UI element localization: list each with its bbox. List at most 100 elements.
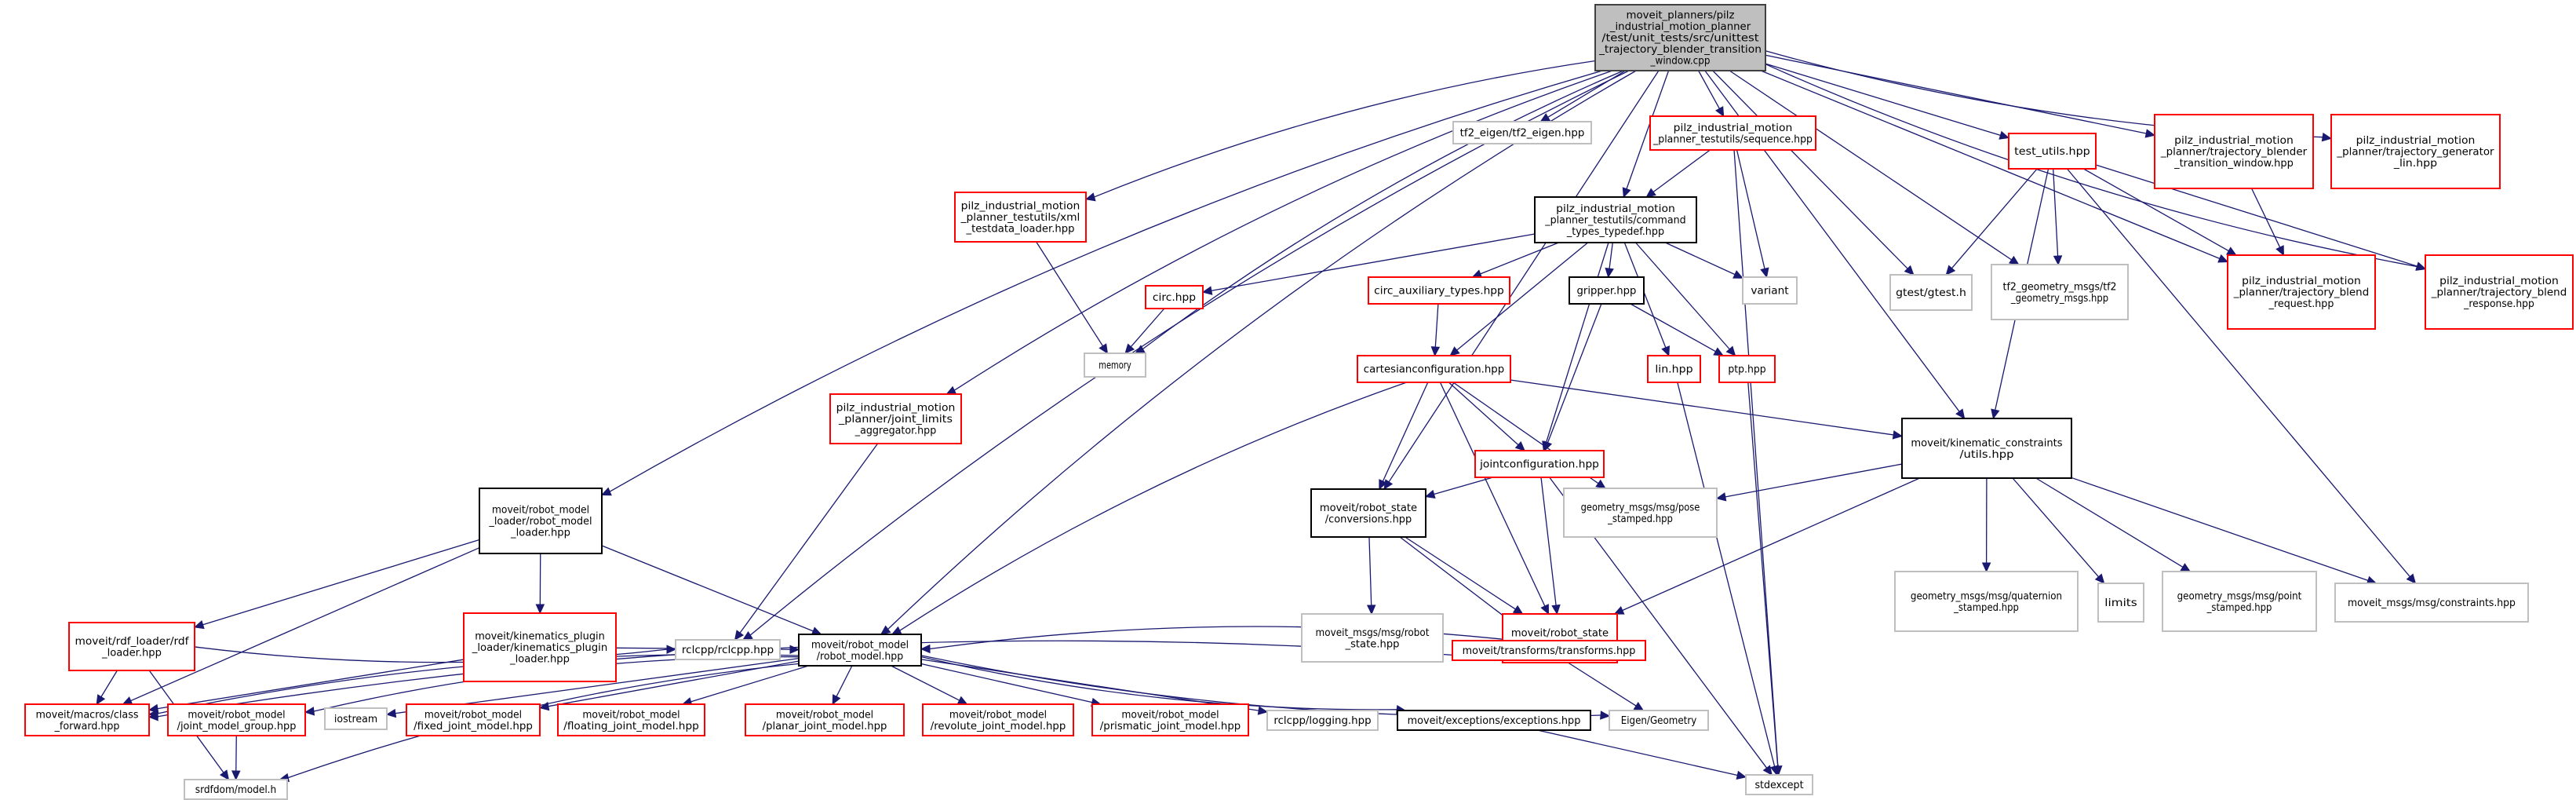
node-label-line: /planar_joint_model.hpp [763, 721, 887, 732]
node-label-line: _types_typedef.hpp [1566, 226, 1664, 238]
node-label-line: /floating_joint_model.hpp [563, 721, 699, 732]
node-jl-aggr[interactable]: pilz_industrial_motion_planner/joint_lim… [829, 393, 962, 444]
arrowhead-xml_loader-to-memory [1099, 343, 1109, 355]
node-label-line: /test/unit_tests/src/unittest [1601, 33, 1758, 45]
arrowhead-test_utils-to-blend_resp [2415, 261, 2427, 271]
node-layer: moveit_planners/pilz_industrial_motion_p… [24, 4, 2574, 800]
node-blend-resp[interactable]: pilz_industrial_motion_planner/trajector… [2425, 254, 2574, 330]
node-gen-lin[interactable]: pilz_industrial_motion_planner/trajector… [2330, 114, 2501, 189]
node-box [2330, 114, 2501, 189]
node-label-line: rclcpp/rclcpp.hpp [682, 645, 774, 656]
edge-cmd_types-to-variant [1665, 242, 1736, 276]
node-tf2-geom: tf2_geometry_msgs/tf2_geometry_msgs.hpp [1991, 264, 2129, 320]
edge-robot_model-to-revolute_jm [891, 665, 960, 701]
node-class-fwd[interactable]: moveit/macros/class_forward.hpp [24, 703, 150, 736]
edge-lin-to-stdexcept [1677, 382, 1776, 767]
node-label-line: iostream [334, 714, 377, 725]
node-cmd-types[interactable]: pilz_industrial_motion_planner_testutils… [1534, 196, 1697, 243]
node-revolute-jm[interactable]: moveit/robot_model/revolute_joint_model.… [922, 703, 1074, 736]
arrowhead-cmd_types-to-circ [1201, 286, 1213, 295]
node-label-line: test_utils.hpp [2014, 146, 2090, 158]
node-label-line: _transition_window.hpp [2173, 158, 2294, 170]
edge-cartesian-to-robot_model [899, 382, 1407, 631]
node-box [1452, 121, 1592, 144]
node-label-line: moveit/robot_model [811, 639, 909, 651]
node-lin[interactable]: lin.hpp [1647, 355, 1701, 383]
node-cartesian[interactable]: cartesianconfiguration.hpp [1357, 355, 1511, 383]
edge-gripper-to-ptp [1630, 303, 1716, 353]
node-prismatic-jm[interactable]: moveit/robot_model/prismatic_joint_model… [1091, 703, 1249, 736]
node-planar-jm[interactable]: moveit/robot_model/planar_joint_model.hp… [745, 703, 905, 736]
arrowhead-rml_loader-to-class_fwd [122, 696, 133, 705]
node-box [1718, 355, 1776, 383]
node-box [1894, 571, 2079, 632]
node-box [2227, 254, 2376, 330]
arrowhead-root-to-rclcpp [741, 630, 753, 641]
node-circ-aux[interactable]: circ_auxiliary_types.hpp [1368, 276, 1510, 305]
node-robot-model[interactable]: moveit/robot_model/robot_model.hpp [798, 634, 922, 667]
arrowhead-root-to-kin_utils [1955, 408, 1966, 419]
node-jointconf[interactable]: jointconfiguration.hpp [1474, 450, 1605, 478]
arrowhead-root-to-gen_lin [2321, 132, 2333, 142]
node-label-line: _stamped.hpp [2206, 602, 2272, 614]
edge-robot_model-to-floating_jm [690, 665, 809, 703]
node-circ[interactable]: circ.hpp [1145, 285, 1204, 309]
node-jmg[interactable]: moveit/robot_model/joint_model_group.hpp [167, 703, 306, 736]
arrowhead-cmd_types-to-gripper [1605, 267, 1614, 279]
node-label-line: _forward.hpp [54, 721, 120, 732]
node-transforms[interactable]: moveit/transforms/transforms.hpp [1452, 640, 1646, 661]
edge-rml_loader-to-robot_model [601, 545, 814, 632]
edge-cmd_types-to-lin [1623, 242, 1667, 348]
node-rdf-loader[interactable]: moveit/rdf_loader/rdf_loader.hpp [68, 622, 195, 671]
edge-exceptions-to-stdexcept [1537, 729, 1738, 776]
node-blender-tw[interactable]: pilz_industrial_motion_planner/trajector… [2154, 114, 2314, 189]
node-label-line: moveit/robot_state [1511, 627, 1609, 639]
node-test-utils[interactable]: test_utils.hpp [2008, 133, 2097, 170]
arrowhead-root-to-tf2_eigen [1539, 113, 1551, 122]
arrowhead-jl_aggr-to-rclcpp [734, 630, 745, 641]
node-fixed-jm[interactable]: moveit/robot_model/fixed_joint_model.hpp [406, 703, 541, 736]
node-box [1609, 710, 1709, 731]
edge-jointconf-to-conversions [1434, 477, 1493, 495]
arrowhead-robot_state-to-robot_model [920, 644, 931, 654]
arrowhead-blender_tw-to-blend_req [2275, 245, 2284, 257]
node-box [675, 639, 781, 660]
node-label-line: /joint_model_group.hpp [177, 721, 297, 732]
edge-root-to-xml_loader [1094, 60, 1596, 198]
node-box [2334, 583, 2529, 623]
arrowhead-robot_model-to-class_fwd [148, 709, 158, 718]
node-root[interactable]: moveit_planners/pilz_industrial_motion_p… [1594, 4, 1766, 71]
node-box [1534, 196, 1697, 243]
node-label-line: moveit/robot_model [582, 709, 680, 721]
node-box [479, 488, 603, 554]
node-kin-utils[interactable]: moveit/kinematic_constraints/utils.hpp [1901, 418, 2072, 479]
node-label-line: geometry_msgs/msg/point [2177, 590, 2302, 602]
node-label-line: moveit/robot_model [776, 709, 873, 721]
node-point-stamped: geometry_msgs/msg/point_stamped.hpp [2162, 571, 2317, 632]
edge-test_utils-to-constraints [2066, 168, 2410, 577]
arrowhead-cmd_types-to-variant [1733, 270, 1744, 279]
node-ptp[interactable]: ptp.hpp [1718, 355, 1776, 383]
node-label-line: moveit/rdf_loader/rdf [75, 636, 189, 648]
arrowhead-circ_aux-to-cartesian [1430, 346, 1441, 357]
arrowhead-root-to-cmd_types [1622, 187, 1631, 199]
node-conversions[interactable]: moveit/robot_state/conversions.hpp [1310, 488, 1426, 538]
node-gripper[interactable]: gripper.hpp [1569, 276, 1645, 305]
edge-root-to-jl_aggr [953, 70, 1613, 391]
node-label-line: moveit/robot_model [949, 709, 1047, 721]
node-xml-loader[interactable]: pilz_industrial_motion_planner_testutils… [954, 192, 1087, 243]
node-kin-plugin[interactable]: moveit/kinematics_plugin_loader/kinemati… [463, 612, 617, 682]
node-blend-req[interactable]: pilz_industrial_motion_planner/trajector… [2227, 254, 2376, 330]
node-label-line: _planner/joint_limits [838, 414, 953, 426]
node-label-line: _planner_testutils/command [1544, 215, 1685, 227]
edge-circ-to-memory [1130, 308, 1165, 348]
node-rml-loader[interactable]: moveit/robot_model_loader/robot_model_lo… [479, 488, 603, 554]
node-exceptions[interactable]: moveit/exceptions/exceptions.hpp [1397, 710, 1591, 731]
node-floating-jm[interactable]: moveit/robot_model/floating_joint_model.… [557, 703, 705, 736]
edge-root-to-tf2_eigen [1547, 70, 1626, 118]
node-sequence[interactable]: pilz_industrial_motion_planner_testutils… [1649, 115, 1816, 151]
edge-root-to-test_utils [1765, 63, 2001, 136]
arrowhead-root-to-xml_loader [1084, 192, 1096, 202]
node-label-line: cartesianconfiguration.hpp [1364, 364, 1504, 376]
